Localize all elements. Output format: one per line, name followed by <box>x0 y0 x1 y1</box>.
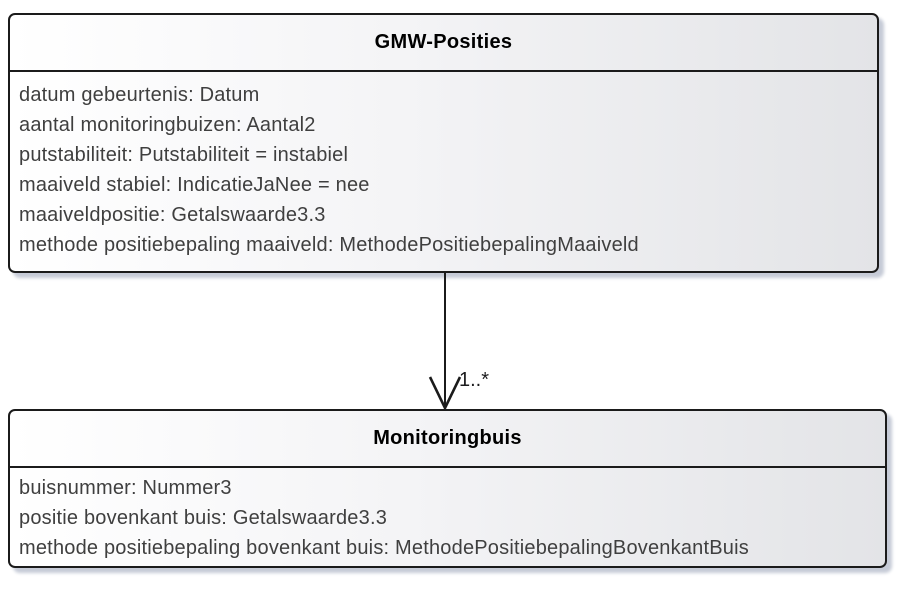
class-monitoringbuis-attributes: buisnummer: Nummer3 positie bovenkant bu… <box>10 468 885 563</box>
class-attribute: datum gebeurtenis: Datum <box>19 84 260 106</box>
class-attribute: aantal monitoringbuizen: Aantal2 <box>19 114 316 136</box>
class-attribute: methode positiebepaling bovenkant buis: … <box>19 537 749 559</box>
class-monitoringbuis: Monitoringbuis buisnummer: Nummer3 posit… <box>8 409 887 568</box>
class-monitoringbuis-title-bar: Monitoringbuis <box>10 411 885 468</box>
class-gmw-posities-attributes: datum gebeurtenis: Datum aantal monitori… <box>10 72 877 260</box>
class-gmw-posities-title-bar: GMW-Posities <box>10 15 877 72</box>
class-attribute: putstabiliteit: Putstabiliteit = instabi… <box>19 144 349 166</box>
association-line <box>444 271 446 408</box>
class-attribute: maaiveldpositie: Getalswaarde3.3 <box>19 204 326 226</box>
class-title: Monitoringbuis <box>373 427 522 449</box>
class-attribute: buisnummer: Nummer3 <box>19 477 232 499</box>
multiplicity-label: 1..* <box>459 369 490 391</box>
class-attribute: methode positiebepaling maaiveld: Method… <box>19 234 639 256</box>
class-attribute: maaiveld stabiel: IndicatieJaNee = nee <box>19 174 370 196</box>
class-title: GMW-Posities <box>374 31 513 53</box>
association-arrowhead-icon <box>428 376 462 411</box>
class-attribute: positie bovenkant buis: Getalswaarde3.3 <box>19 507 388 529</box>
class-gmw-posities: GMW-Posities datum gebeurtenis: Datum aa… <box>8 13 879 273</box>
